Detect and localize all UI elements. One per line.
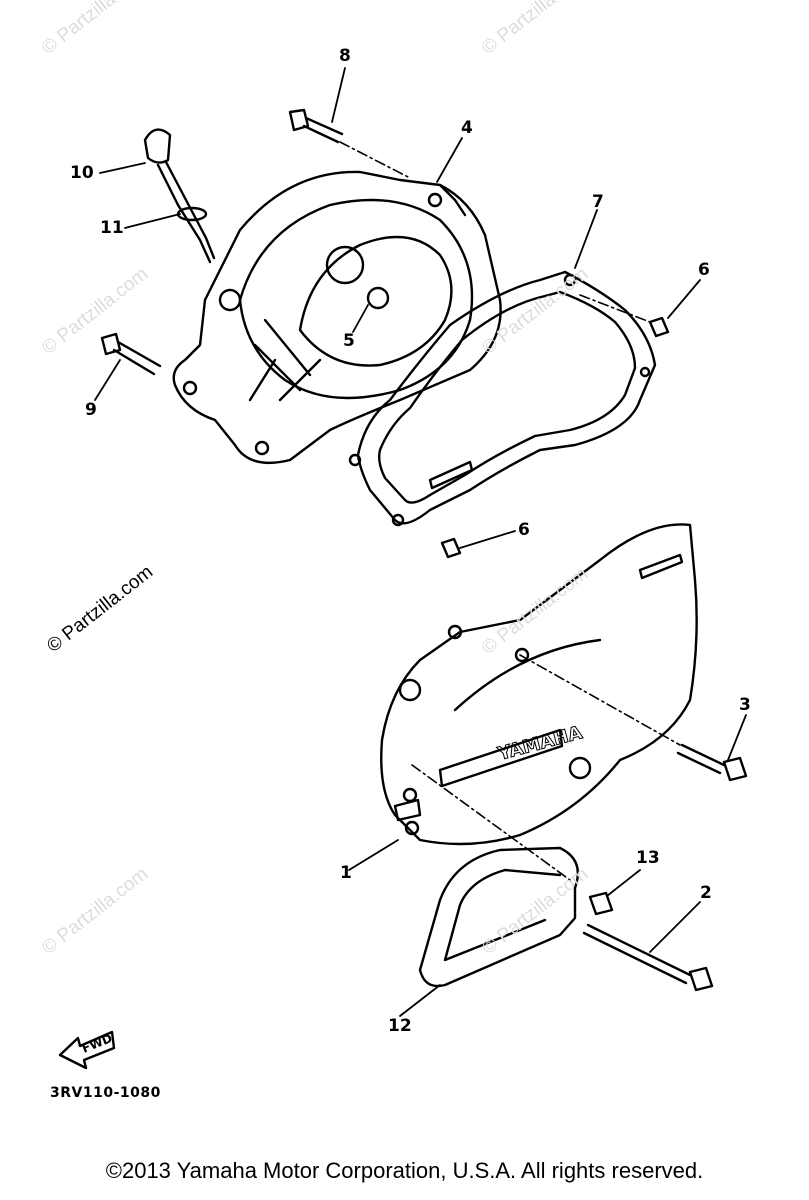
bolt-8 [288, 108, 344, 144]
pointer-line [574, 209, 598, 269]
callout-7: 7 [592, 192, 604, 212]
pointer-line [352, 304, 369, 333]
crankcase-cover-right [380, 523, 698, 846]
callout-10: 10 [70, 163, 94, 183]
pointer-line [459, 530, 516, 549]
fwd-arrow-icon [58, 1030, 116, 1070]
callout-3: 3 [739, 695, 751, 715]
callout-1: 1 [340, 863, 352, 883]
callout-6-lower: 6 [518, 520, 530, 540]
cover-logo: YAMAHA [495, 722, 585, 765]
callout-9: 9 [85, 400, 97, 420]
callout-8: 8 [339, 46, 351, 66]
pointer-line [124, 213, 181, 229]
pointer-line [667, 279, 701, 319]
bolt-3 [676, 743, 748, 782]
leader-line [411, 764, 571, 881]
pointer-line [727, 714, 747, 761]
collar [588, 891, 614, 916]
pointer-line [348, 839, 399, 871]
pointer-line [99, 162, 146, 174]
callout-5: 5 [343, 331, 355, 351]
dowel-pin-lower [440, 537, 462, 559]
bolt-9 [100, 332, 162, 376]
callout-4: 4 [461, 118, 473, 138]
oil-dipstick [143, 128, 216, 264]
crankcase-cover-left [172, 170, 502, 464]
gasket [348, 270, 657, 527]
callout-12: 12 [388, 1016, 412, 1036]
callout-11: 11 [100, 218, 124, 238]
pointer-line [436, 137, 463, 183]
pointer-line [649, 901, 701, 953]
callout-2: 2 [700, 883, 712, 903]
pointer-line [606, 869, 641, 897]
copyright-notice: ©2013 Yamaha Motor Corporation, U.S.A. A… [105, 1158, 704, 1183]
pointer-line [399, 984, 441, 1017]
bolt-2 [582, 923, 714, 992]
diagram-part-code: 3RV110-1080 [50, 1085, 161, 1101]
dowel-pin-upper [648, 316, 670, 338]
callout-6-upper: 6 [698, 260, 710, 280]
leader-line [339, 141, 411, 179]
fwd-label: FWD [80, 1031, 114, 1056]
callout-13: 13 [636, 848, 660, 868]
leader-line [579, 294, 651, 323]
guard [418, 846, 580, 988]
pointer-line [331, 67, 346, 123]
pointer-line [94, 359, 121, 401]
leader-line [519, 654, 681, 746]
